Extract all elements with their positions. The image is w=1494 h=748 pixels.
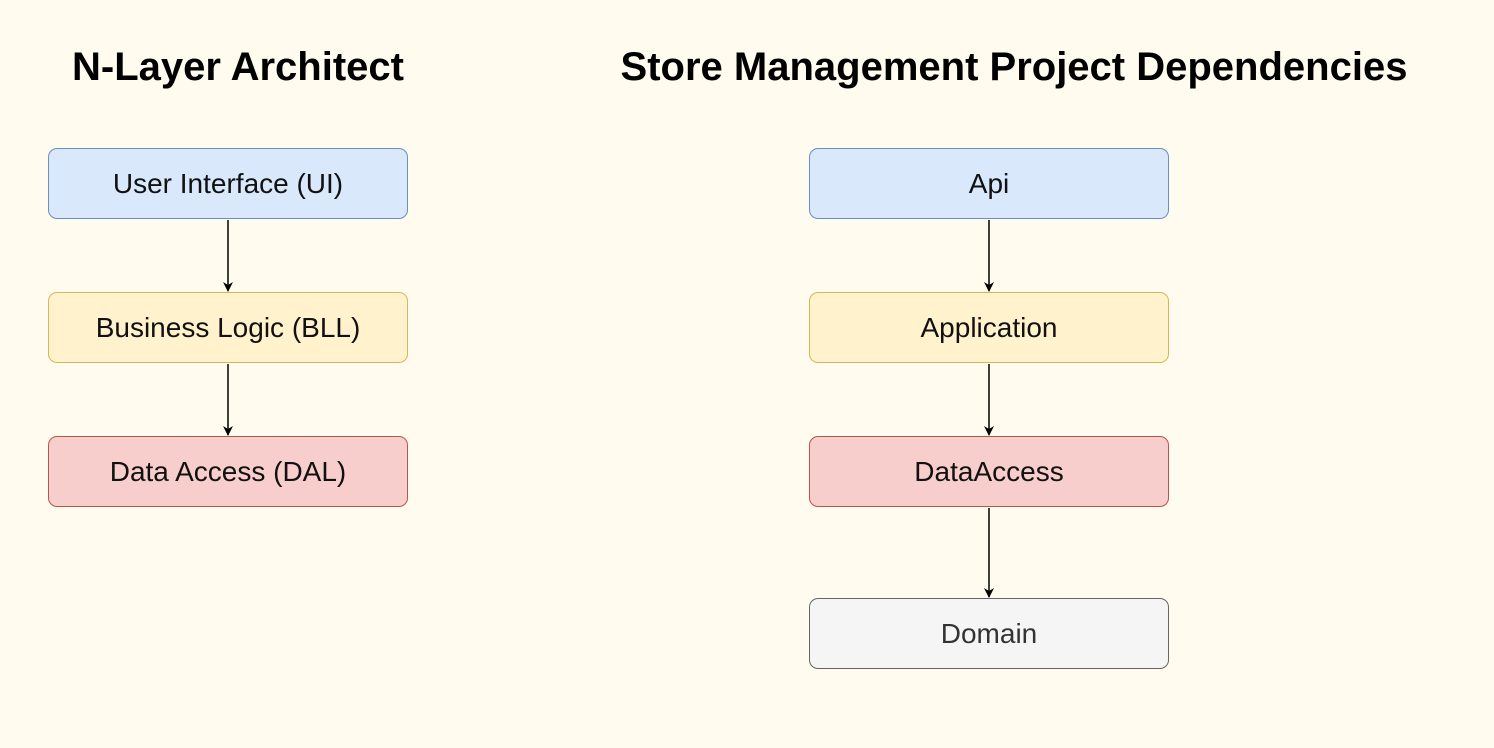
node-bll[interactable]: Business Logic (BLL) bbox=[48, 292, 408, 363]
left-diagram-title: N-Layer Architect bbox=[72, 45, 404, 89]
right-diagram-title: Store Management Project Dependencies bbox=[620, 45, 1408, 89]
node-application-label: Application bbox=[920, 311, 1058, 343]
node-dataaccess-label: DataAccess bbox=[914, 455, 1064, 487]
node-api[interactable]: Api bbox=[809, 148, 1169, 219]
node-dal-label: Data Access (DAL) bbox=[109, 455, 347, 487]
node-dataaccess[interactable]: DataAccess bbox=[809, 436, 1169, 507]
node-ui-label: User Interface (UI) bbox=[112, 167, 344, 199]
node-application[interactable]: Application bbox=[809, 292, 1169, 363]
node-ui[interactable]: User Interface (UI) bbox=[48, 148, 408, 219]
node-dal[interactable]: Data Access (DAL) bbox=[48, 436, 408, 507]
node-domain-label: Domain bbox=[940, 617, 1038, 649]
node-api-label: Api bbox=[968, 167, 1010, 199]
node-domain[interactable]: Domain bbox=[809, 598, 1169, 669]
node-bll-label: Business Logic (BLL) bbox=[95, 311, 361, 343]
